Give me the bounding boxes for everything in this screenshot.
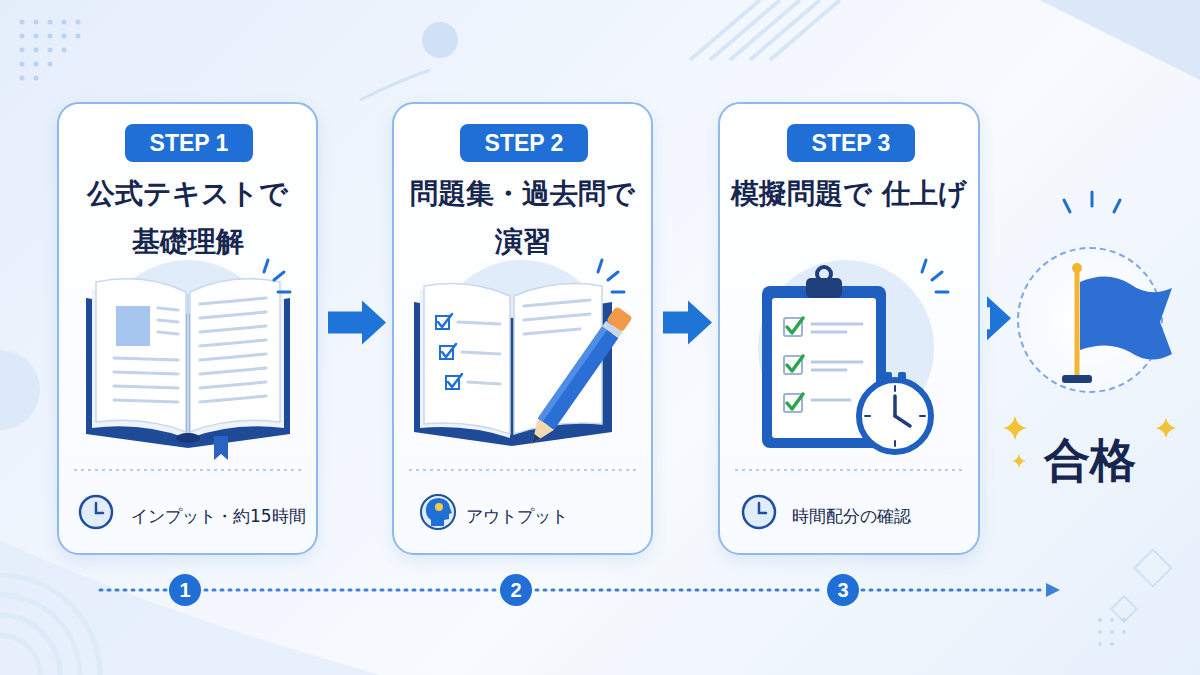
- step-number: 3: [827, 574, 859, 606]
- card-separator: [74, 469, 963, 471]
- clock-icon: [80, 496, 112, 528]
- goal-label: 合格: [979, 435, 1200, 485]
- badge-text: STEP 3: [787, 124, 915, 162]
- goal-flag: [1062, 263, 1172, 383]
- goal-circle: 合格: [1017, 247, 1163, 393]
- step-note: 時間配分の確認: [792, 502, 972, 530]
- step-card: 問題集・過去問で 演習アウトプット STEP 2: [392, 102, 653, 555]
- step-title: 問題集・過去問で 演習: [398, 170, 647, 266]
- clipboard-illustration: [758, 260, 948, 452]
- step-note: インプット・約15時間: [131, 502, 310, 530]
- deco-arc: [360, 70, 430, 100]
- step-title: 公式テキストで 基礎理解: [63, 170, 312, 266]
- timeline-tail: [862, 589, 1044, 592]
- step-badge: STEP 1: [125, 124, 253, 162]
- flow-arrow: [987, 296, 1011, 340]
- dot-grid-small: [1098, 618, 1126, 646]
- step-number: 1: [169, 574, 201, 606]
- dot-grid: [20, 20, 81, 81]
- step-badge: STEP 3: [787, 124, 915, 162]
- timeline-connector: [536, 590, 823, 591]
- clock-icon: [743, 496, 775, 528]
- timeline-arrowhead: [1046, 583, 1060, 597]
- timeline-connector: [205, 590, 496, 591]
- notebook-illustration: [414, 260, 633, 449]
- head-idea-icon: [421, 495, 455, 529]
- callout-number: 1: [169, 574, 201, 606]
- step-badge: STEP 2: [460, 124, 588, 162]
- flow-arrow: [663, 301, 712, 345]
- deco-blob: [0, 350, 40, 430]
- callout-number: 3: [827, 574, 859, 606]
- flow-arrow: [328, 301, 386, 345]
- deco-stripes: [690, 0, 840, 60]
- step-note: アウトプット: [466, 502, 645, 530]
- callout-number: 2: [500, 574, 532, 606]
- goal-rays: [1064, 192, 1120, 212]
- deco-rings: [0, 575, 100, 675]
- step-card: 公式テキストで 基礎理解インプット・約15時間 STEP 1: [57, 102, 318, 555]
- step-title: 模擬問題で 仕上げ: [724, 170, 974, 218]
- deco-corner: [1040, 0, 1200, 80]
- deco-circle: [422, 22, 458, 58]
- deco-diamonds: [1111, 550, 1171, 622]
- step-card: 模擬問題で 仕上げ時間配分の確認 STEP 3: [718, 102, 980, 555]
- sparkles: [1003, 416, 1176, 468]
- badge-text: STEP 2: [460, 124, 588, 162]
- step-number: 2: [500, 574, 532, 606]
- badge-text: STEP 1: [125, 124, 253, 162]
- book-illustration: [86, 260, 290, 460]
- timeline-lead: [100, 589, 166, 592]
- deco-wave: [0, 540, 380, 675]
